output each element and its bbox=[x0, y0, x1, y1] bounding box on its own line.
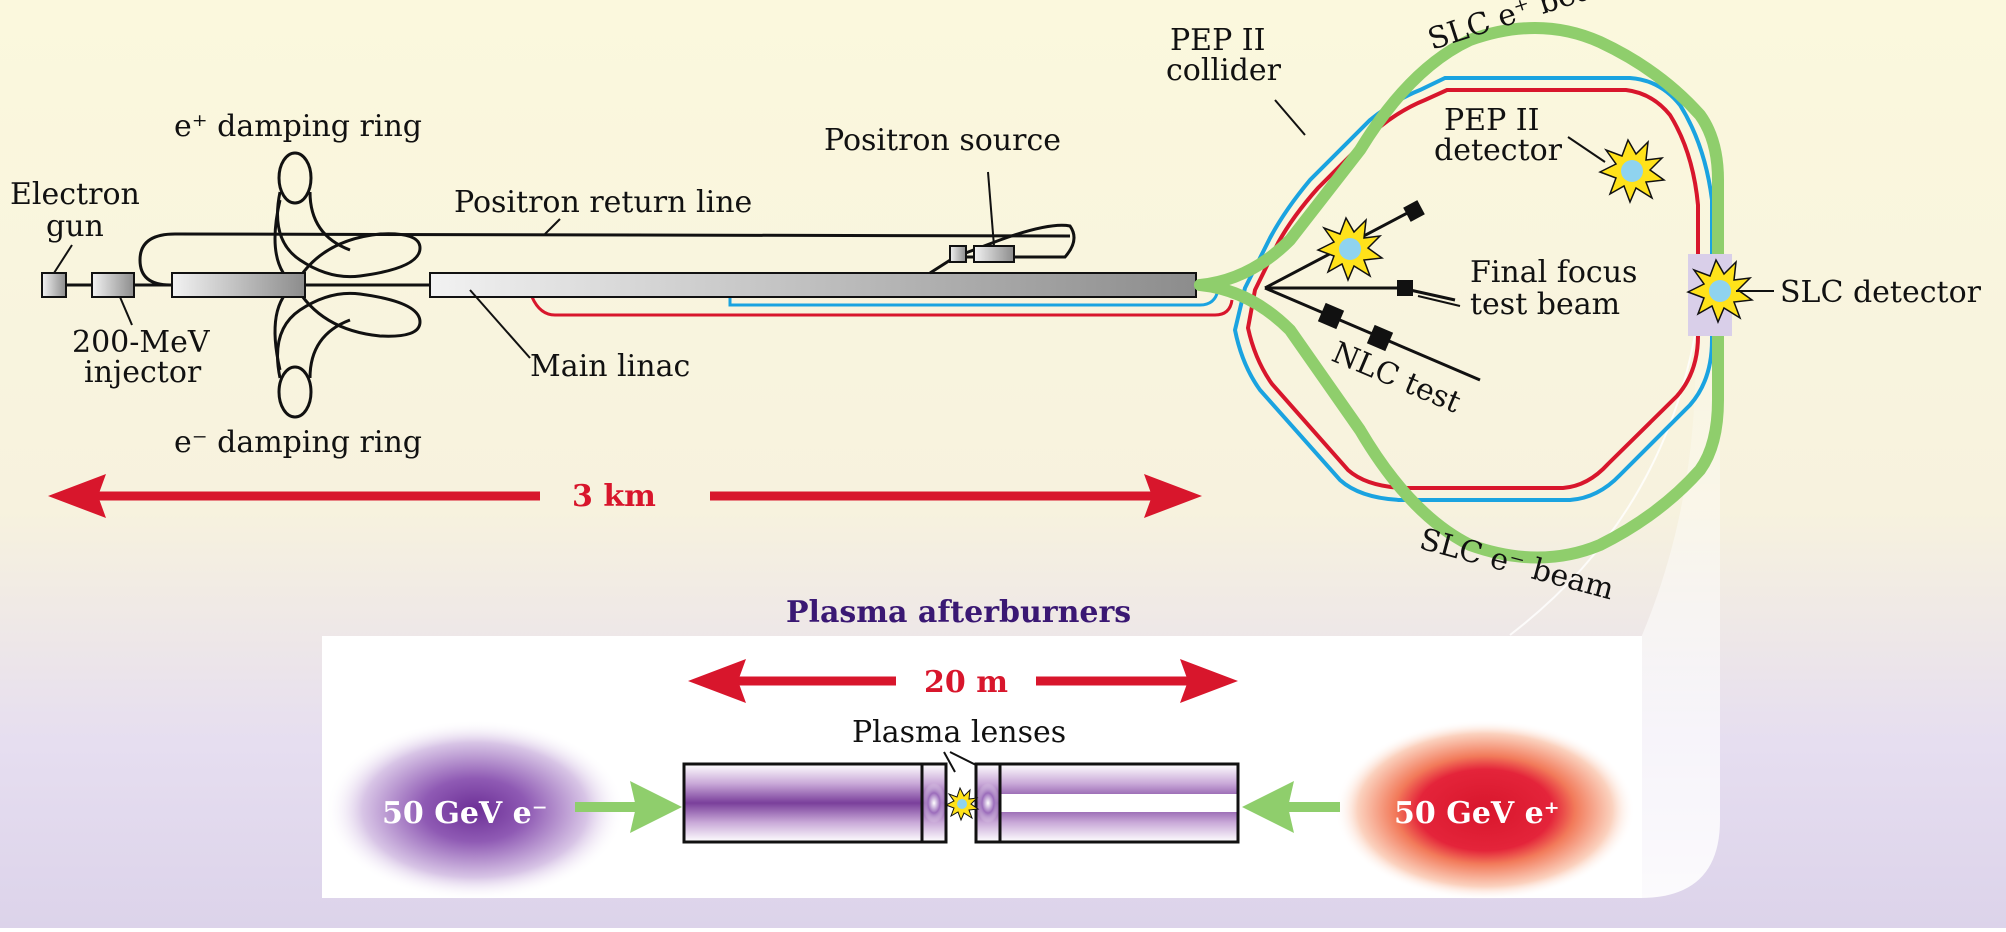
plasma-lenses-label: Plasma lenses bbox=[852, 715, 1066, 750]
damping-rings bbox=[138, 151, 1071, 419]
injector bbox=[91, 272, 135, 298]
injector-label-line2: injector bbox=[84, 355, 202, 390]
e-plus-damping-ring-label: e⁺ damping ring bbox=[174, 109, 422, 144]
ffb-magnet-2 bbox=[1397, 280, 1413, 296]
arrow-right-icon bbox=[575, 781, 682, 833]
starburst-icon bbox=[1598, 138, 1667, 205]
electron-beam-glow bbox=[325, 720, 625, 900]
electron-gun bbox=[41, 272, 67, 298]
scale-arrow-3km bbox=[48, 474, 1202, 518]
final-focus-label-line1: Final focus bbox=[1470, 255, 1637, 290]
positron-beam-glow bbox=[1335, 720, 1635, 900]
pep-detector-label-line1: PEP II bbox=[1444, 103, 1540, 138]
main-linac-label: Main linac bbox=[530, 349, 690, 384]
pep-collider-label-line1: PEP II bbox=[1170, 23, 1266, 58]
positron-source bbox=[929, 171, 1076, 275]
electron-gun-label-line1: Electron bbox=[10, 177, 140, 212]
starburst-icon bbox=[944, 786, 980, 822]
slc-beams bbox=[1194, 22, 1724, 564]
pre-linac bbox=[171, 272, 306, 298]
starburst-icon bbox=[1316, 216, 1385, 283]
positron-source-label: Positron source bbox=[824, 123, 1061, 158]
nlc-magnet-1 bbox=[1317, 302, 1345, 330]
red-line-linac bbox=[530, 296, 1234, 317]
slc-detector-label: SLC detector bbox=[1780, 275, 1982, 310]
main-linac bbox=[429, 272, 1197, 298]
positron-beam-label: 50 GeV e⁺ bbox=[1394, 796, 1560, 831]
starburst-icon bbox=[1686, 258, 1755, 325]
positron-return-line-label: Positron return line bbox=[454, 185, 752, 220]
final-focus-label-line2: test beam bbox=[1470, 287, 1620, 322]
electron-gun-label-line2: gun bbox=[46, 209, 104, 244]
pep-collider-label-line2: collider bbox=[1166, 53, 1282, 88]
ffb-magnet-1 bbox=[1403, 200, 1425, 222]
nlc-magnet-2 bbox=[1366, 324, 1394, 352]
plasma-afterburner-tubes bbox=[682, 762, 1240, 844]
scale-3km-label: 3 km bbox=[572, 479, 656, 514]
pep-detector-label-line2: detector bbox=[1434, 133, 1563, 168]
e-minus-damping-ring-label: e⁻ damping ring bbox=[174, 425, 422, 460]
arrow-left-icon bbox=[1242, 781, 1340, 833]
inset-title: Plasma afterburners bbox=[786, 595, 1131, 630]
electron-beam-label: 50 GeV e⁻ bbox=[382, 796, 548, 831]
injector-label-line1: 200-MeV bbox=[72, 325, 211, 360]
scale-arrow-20m bbox=[688, 659, 1238, 703]
scale-20m-label: 20 m bbox=[924, 665, 1008, 700]
